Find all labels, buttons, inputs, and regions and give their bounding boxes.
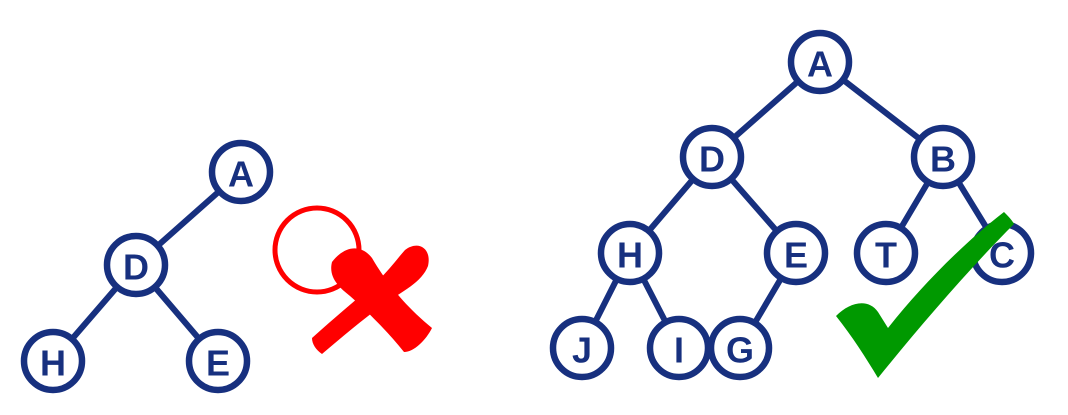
node-e-circle — [185, 328, 251, 394]
node-a-label: A — [228, 154, 254, 195]
node-h-circle — [20, 328, 86, 394]
check-mark-shape — [836, 212, 1014, 378]
node-a: A — [787, 29, 853, 95]
node-e-label: E — [206, 343, 230, 384]
node-d-label: D — [123, 247, 149, 288]
node-j-label: J — [572, 330, 592, 371]
node-i-label: I — [674, 330, 684, 371]
node-h: H — [20, 328, 86, 394]
node-d-circle — [679, 124, 745, 190]
node-e-label: E — [784, 235, 808, 276]
node-a-label: A — [807, 44, 833, 85]
node-g: G — [707, 315, 773, 381]
node-h-label: H — [617, 235, 643, 276]
node-e-circle — [763, 220, 829, 286]
node-t-circle — [853, 220, 919, 286]
node-a: A — [208, 139, 274, 205]
cross-mark-stroke-2 — [331, 248, 432, 352]
node-b: B — [910, 124, 976, 190]
left-tree: A D H E — [20, 139, 274, 394]
node-g-circle — [707, 315, 773, 381]
node-j-circle — [549, 315, 615, 381]
node-e: E — [185, 328, 251, 394]
node-b-circle — [910, 124, 976, 190]
node-d: D — [103, 232, 169, 298]
node-i: I — [646, 315, 712, 381]
green-check-mark-icon — [836, 212, 1014, 378]
node-h-label: H — [40, 343, 66, 384]
node-g-label: G — [726, 330, 754, 371]
node-h-circle — [597, 220, 663, 286]
node-a-circle — [208, 139, 274, 205]
node-d-label: D — [699, 139, 725, 180]
red-cross-mark-icon — [272, 205, 432, 354]
node-d: D — [679, 124, 745, 190]
node-t: T — [853, 220, 919, 286]
node-h: H — [597, 220, 663, 286]
node-e: E — [763, 220, 829, 286]
node-j: J — [549, 315, 615, 381]
node-t-label: T — [875, 235, 897, 276]
node-a-circle — [787, 29, 853, 95]
right-tree: A D B H E T C J — [549, 29, 1035, 381]
node-b-label: B — [930, 139, 956, 180]
node-d-circle — [103, 232, 169, 298]
